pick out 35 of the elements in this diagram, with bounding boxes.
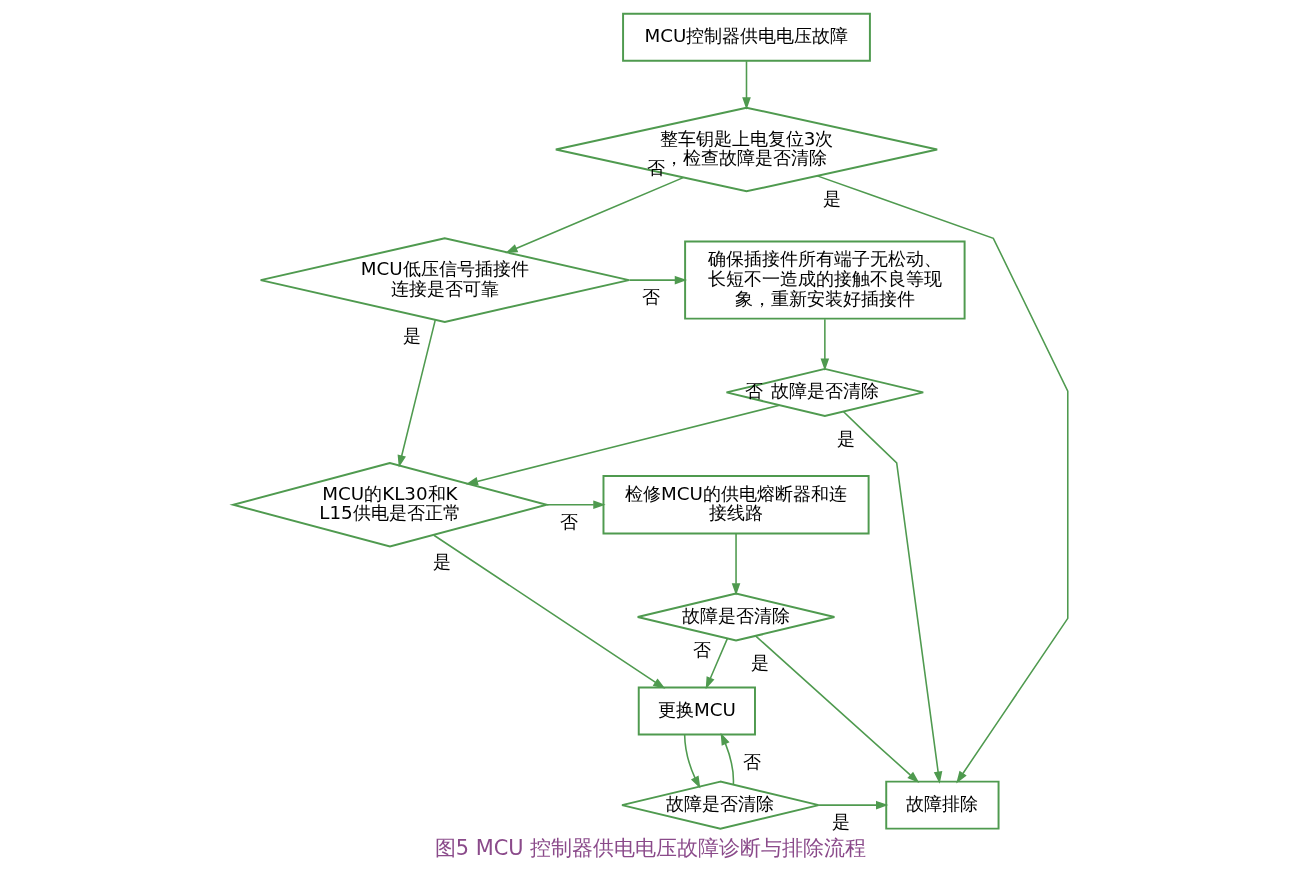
arrow xyxy=(433,534,666,689)
arrow xyxy=(705,637,729,690)
edge-label: 是 xyxy=(750,652,769,674)
arrow xyxy=(755,635,920,784)
arrow xyxy=(742,60,751,110)
node-diamond: MCU低压信号插接件连接是否可靠 xyxy=(259,237,630,323)
node-diamond: 故障是否清除 xyxy=(621,780,820,830)
edge-label: 是 xyxy=(403,324,422,346)
node-box: 更换MCU xyxy=(637,686,756,736)
arrow xyxy=(505,176,685,254)
node-box: 确保插接件所有端子无松动、长短不一造成的接触不良等现象，重新安装好插接件 xyxy=(684,240,966,320)
arrow xyxy=(628,275,688,285)
arrow xyxy=(731,532,741,596)
node-box: MCU控制器供电电压故障 xyxy=(622,12,871,62)
node-diamond: 故障是否清除 xyxy=(636,592,836,642)
arrow xyxy=(397,319,437,468)
arrow xyxy=(465,404,781,486)
arrow xyxy=(818,800,889,810)
edge-label: 否 xyxy=(559,511,578,533)
arrow xyxy=(720,732,735,786)
edge-label: 否 xyxy=(743,750,762,772)
edge-label: 是 xyxy=(837,427,856,449)
arrow xyxy=(683,734,701,789)
edge-label: 是 xyxy=(832,811,851,833)
node-box: 检修MCU的供电熔断器和连接线路 xyxy=(602,475,870,535)
edge-label: 否 xyxy=(744,380,763,402)
arrow xyxy=(816,175,1069,784)
edge-label: 否 xyxy=(692,639,711,661)
edge-label: 否 xyxy=(642,286,661,308)
edge-label: 是 xyxy=(433,550,452,572)
node-box: 故障排除 xyxy=(885,780,1000,830)
arrow xyxy=(842,410,943,784)
arrow xyxy=(820,318,830,371)
caption: 图5 MCU 控制器供电电压故障诊断与排除流程 xyxy=(434,836,867,861)
arrow xyxy=(546,500,606,510)
